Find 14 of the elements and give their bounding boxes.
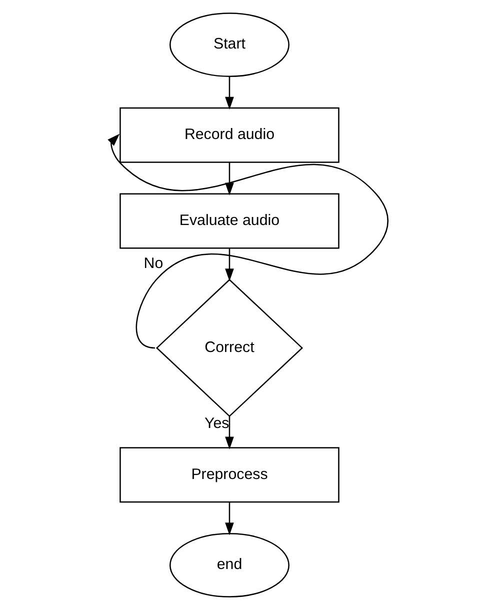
edge-label: Yes [204,414,229,432]
arrow [224,416,234,450]
node-ellipse: end [168,533,289,598]
node-box: Evaluate audio [119,193,339,249]
node-ellipse: Start [168,12,289,77]
arrow [224,76,234,110]
node-box: Preprocess [119,447,339,503]
edge-label: No [143,254,163,272]
arrow [107,134,388,349]
arrow [224,162,234,196]
arrow [224,248,234,282]
arrow [224,502,234,536]
node-diamond: Correct [155,278,303,418]
node-box: Record audio [119,107,339,163]
